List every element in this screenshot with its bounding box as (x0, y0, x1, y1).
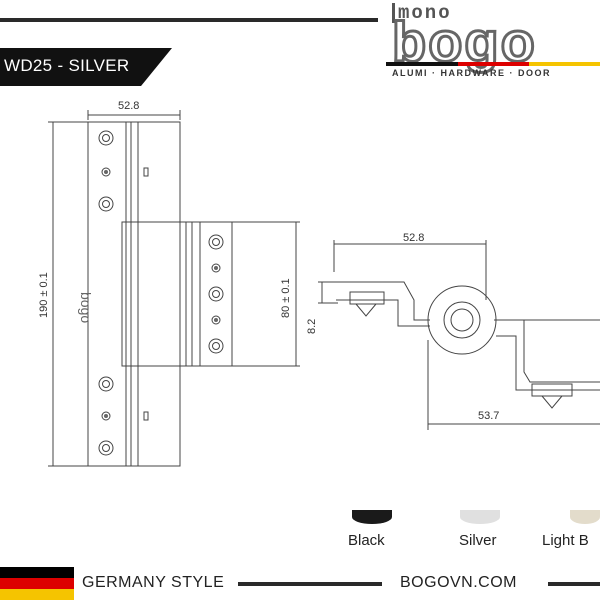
center-hole-2 (211, 263, 221, 273)
flag-stripe-gold (0, 589, 74, 600)
logo-color-strip (386, 62, 600, 66)
product-title: WD25 - SILVER (4, 56, 130, 75)
swatch-silver[interactable] (460, 510, 500, 524)
dim-front-height: 190 ± 0.1 (38, 272, 50, 318)
plan-lower-profile-step (496, 335, 600, 391)
logo-brand-text: bogo (391, 10, 537, 73)
screw-hole-6 (98, 440, 114, 456)
plan-lower-screw-tip (541, 395, 563, 409)
slot-top (143, 167, 149, 177)
finish-label-light: Light B (542, 532, 589, 549)
flag-stripe-black (0, 567, 74, 578)
plan-upper-profile-inner (336, 299, 430, 327)
plan-knuckle-inner (443, 301, 481, 339)
hinge-brand-mark: bogo (78, 292, 94, 324)
dim-plan-offset: 8.2 (306, 318, 318, 334)
screw-hole-5 (101, 411, 111, 421)
swatch-light[interactable] (570, 510, 600, 524)
plan-lower-screw-block (531, 383, 573, 397)
dim-front-width: 52.8 (118, 100, 140, 112)
footer-style-text: GERMANY STYLE (82, 574, 225, 591)
dim-plan-lower-width: 53.7 (478, 410, 500, 422)
plan-upper-profile (336, 281, 430, 321)
finish-label-silver: Silver (459, 532, 497, 549)
logo-mono-text: mono (398, 2, 452, 24)
footer-divider-right (548, 582, 600, 586)
screw-dot-1 (104, 170, 108, 174)
plan-knuckle-outer (427, 285, 497, 355)
footer-website-link[interactable]: BOGOVN.COM (400, 574, 518, 591)
center-dot-2 (214, 318, 218, 322)
plan-upper-screw-block (349, 291, 385, 305)
dim-inner-height: 80 ± 0.1 (280, 278, 292, 318)
center-hole-4 (211, 315, 221, 325)
flag-stripe-red (0, 578, 74, 589)
screw-hole-3 (98, 196, 114, 212)
hinge-center-block (121, 221, 233, 367)
slot-bottom (143, 411, 149, 421)
screw-hole-2 (101, 167, 111, 177)
hinge-leaf-outline (87, 121, 181, 467)
center-dot-1 (214, 266, 218, 270)
dim-plan-width: 52.8 (403, 232, 425, 244)
top-divider (0, 18, 378, 22)
screw-hole-4 (98, 376, 114, 392)
swatch-black[interactable] (352, 510, 392, 524)
center-hole-3 (208, 286, 224, 302)
plan-upper-screw-tip (355, 303, 377, 317)
finish-label-black: Black (348, 532, 385, 549)
center-hole-1 (208, 234, 224, 250)
screw-hole-1 (98, 130, 114, 146)
plan-knuckle-pin (450, 308, 474, 332)
logo-mono-bar (392, 3, 395, 23)
logo-tagline: ALUMI · HARDWARE · DOOR (392, 68, 551, 78)
plan-lower-profile-inner (523, 320, 600, 383)
center-hole-5 (208, 338, 224, 354)
title-banner (0, 48, 172, 86)
screw-dot-2 (104, 414, 108, 418)
footer-divider-left (238, 582, 382, 586)
